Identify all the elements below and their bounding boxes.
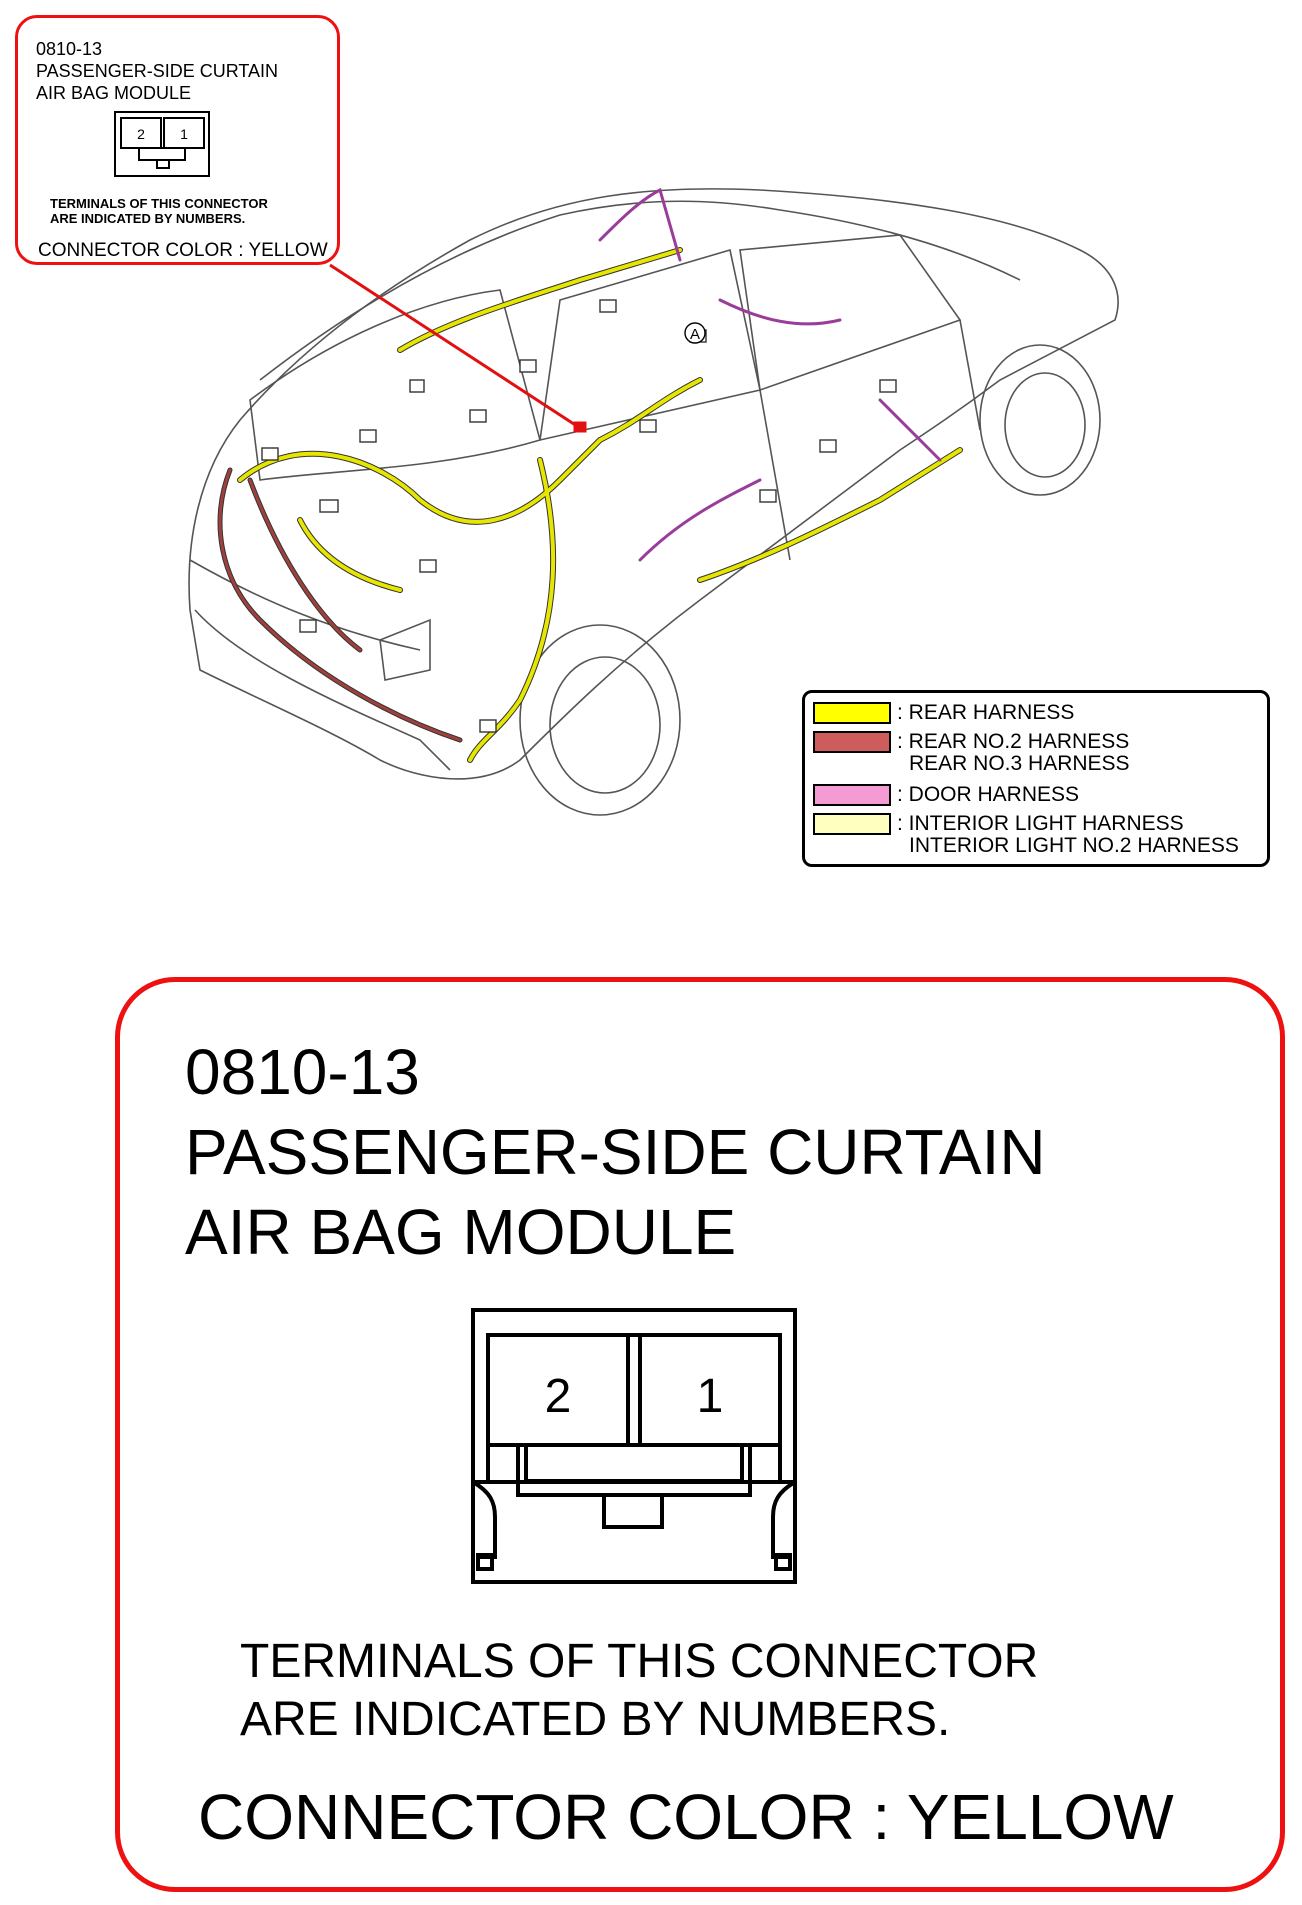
- small-connector-name-line2: AIR BAG MODULE: [36, 83, 192, 103]
- marker-a-circle: [684, 322, 706, 344]
- vehicle-harness-illustration: A: [188, 187, 1119, 816]
- small-connector-code: 0810-13: [36, 39, 103, 59]
- legend-item-rear-harness: : REAR HARNESS: [813, 702, 1074, 724]
- legend-swatch-rear-no2-harness: [813, 731, 891, 753]
- rear-wheel: [519, 624, 681, 816]
- connector-color-label: CONNECTOR COLOR : YELLOW: [198, 1781, 1174, 1853]
- legend-label-line2: INTERIOR LIGHT NO.2 HARNESS: [909, 834, 1239, 857]
- legend-item-door-harness: : DOOR HARNESS: [813, 784, 1079, 806]
- connector-name-line1: PASSENGER-SIDE CURTAIN: [185, 1116, 1046, 1188]
- marker-a-label: A: [690, 326, 700, 343]
- car-body-outline: [188, 188, 1119, 780]
- legend-label-line2: REAR NO.3 HARNESS: [909, 752, 1130, 775]
- small-connector-face: 2 1: [114, 111, 210, 177]
- terminal-note-line1: TERMINALS OF THIS CONNECTOR: [240, 1635, 1039, 1688]
- connector-face-diagram: 2 1: [471, 1308, 797, 1584]
- legend-item-rear-no2-harness: : REAR NO.2 HARNESS REAR NO.3 HARNESS: [813, 731, 1130, 775]
- legend-label: : INTERIOR LIGHT HARNESS: [897, 812, 1184, 835]
- terminal-1-label: 1: [697, 1370, 724, 1423]
- terminal-2-label: 2: [545, 1370, 572, 1423]
- legend-swatch-rear-harness: [813, 702, 891, 724]
- front-wheel: [979, 344, 1101, 496]
- small-connector-color: CONNECTOR COLOR : YELLOW: [38, 240, 328, 261]
- legend-label: : DOOR HARNESS: [897, 783, 1080, 806]
- terminal-note-line2: ARE INDICATED BY NUMBERS.: [240, 1693, 951, 1746]
- legend-swatch-interior-light-harness: [813, 813, 891, 835]
- small-note-line1: TERMINALS OF THIS CONNECTOR: [50, 196, 268, 211]
- large-connector-callout: 0810-13 PASSENGER-SIDE CURTAIN AIR BAG M…: [115, 977, 1285, 1892]
- small-terminal-1: 1: [180, 126, 188, 142]
- highlighted-connector: [573, 421, 587, 433]
- legend-swatch-door-harness: [813, 784, 891, 806]
- connector-name-line2: AIR BAG MODULE: [185, 1196, 737, 1268]
- callout-leader-line: [329, 263, 581, 430]
- small-note-line2: ARE INDICATED BY NUMBERS.: [50, 211, 246, 226]
- legend-item-interior-light-harness: : INTERIOR LIGHT HARNESS INTERIOR LIGHT …: [813, 813, 1239, 857]
- small-connector-name-line1: PASSENGER-SIDE CURTAIN: [36, 61, 279, 81]
- small-connector-callout: 0810-13 PASSENGER-SIDE CURTAIN AIR BAG M…: [15, 15, 340, 265]
- legend-label: : REAR NO.2 HARNESS: [897, 730, 1130, 753]
- legend-label: : REAR HARNESS: [897, 701, 1075, 724]
- connector-code: 0810-13: [185, 1036, 420, 1108]
- harness-legend: : REAR HARNESS : REAR NO.2 HARNESS REAR …: [802, 690, 1270, 867]
- small-terminal-2: 2: [137, 126, 145, 142]
